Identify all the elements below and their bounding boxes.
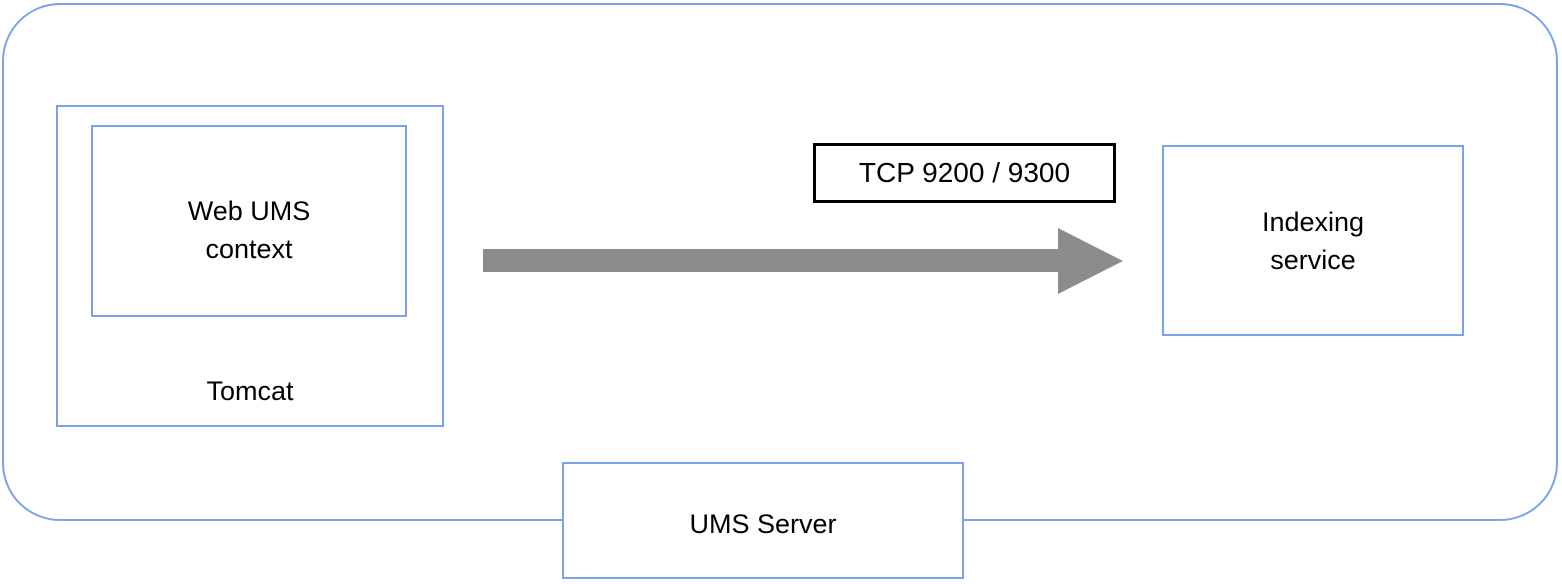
arrow-tomcat-to-indexing-icon xyxy=(483,228,1123,294)
node-web-ums-context-label: Web UMS context xyxy=(187,196,311,264)
node-indexing-service[interactable] xyxy=(1162,145,1464,336)
node-indexing-service-label: Indexing service xyxy=(1261,207,1365,275)
node-ums-server[interactable] xyxy=(562,462,964,579)
node-web-ums-context[interactable] xyxy=(91,125,407,317)
connection-label-tcp-ports: TCP 9200 / 9300 xyxy=(813,143,1116,203)
node-tomcat-label: Tomcat xyxy=(206,376,294,406)
connection-label-tcp-ports-text: TCP 9200 / 9300 xyxy=(858,157,1071,188)
node-ums-server-label: UMS Server xyxy=(689,509,837,539)
